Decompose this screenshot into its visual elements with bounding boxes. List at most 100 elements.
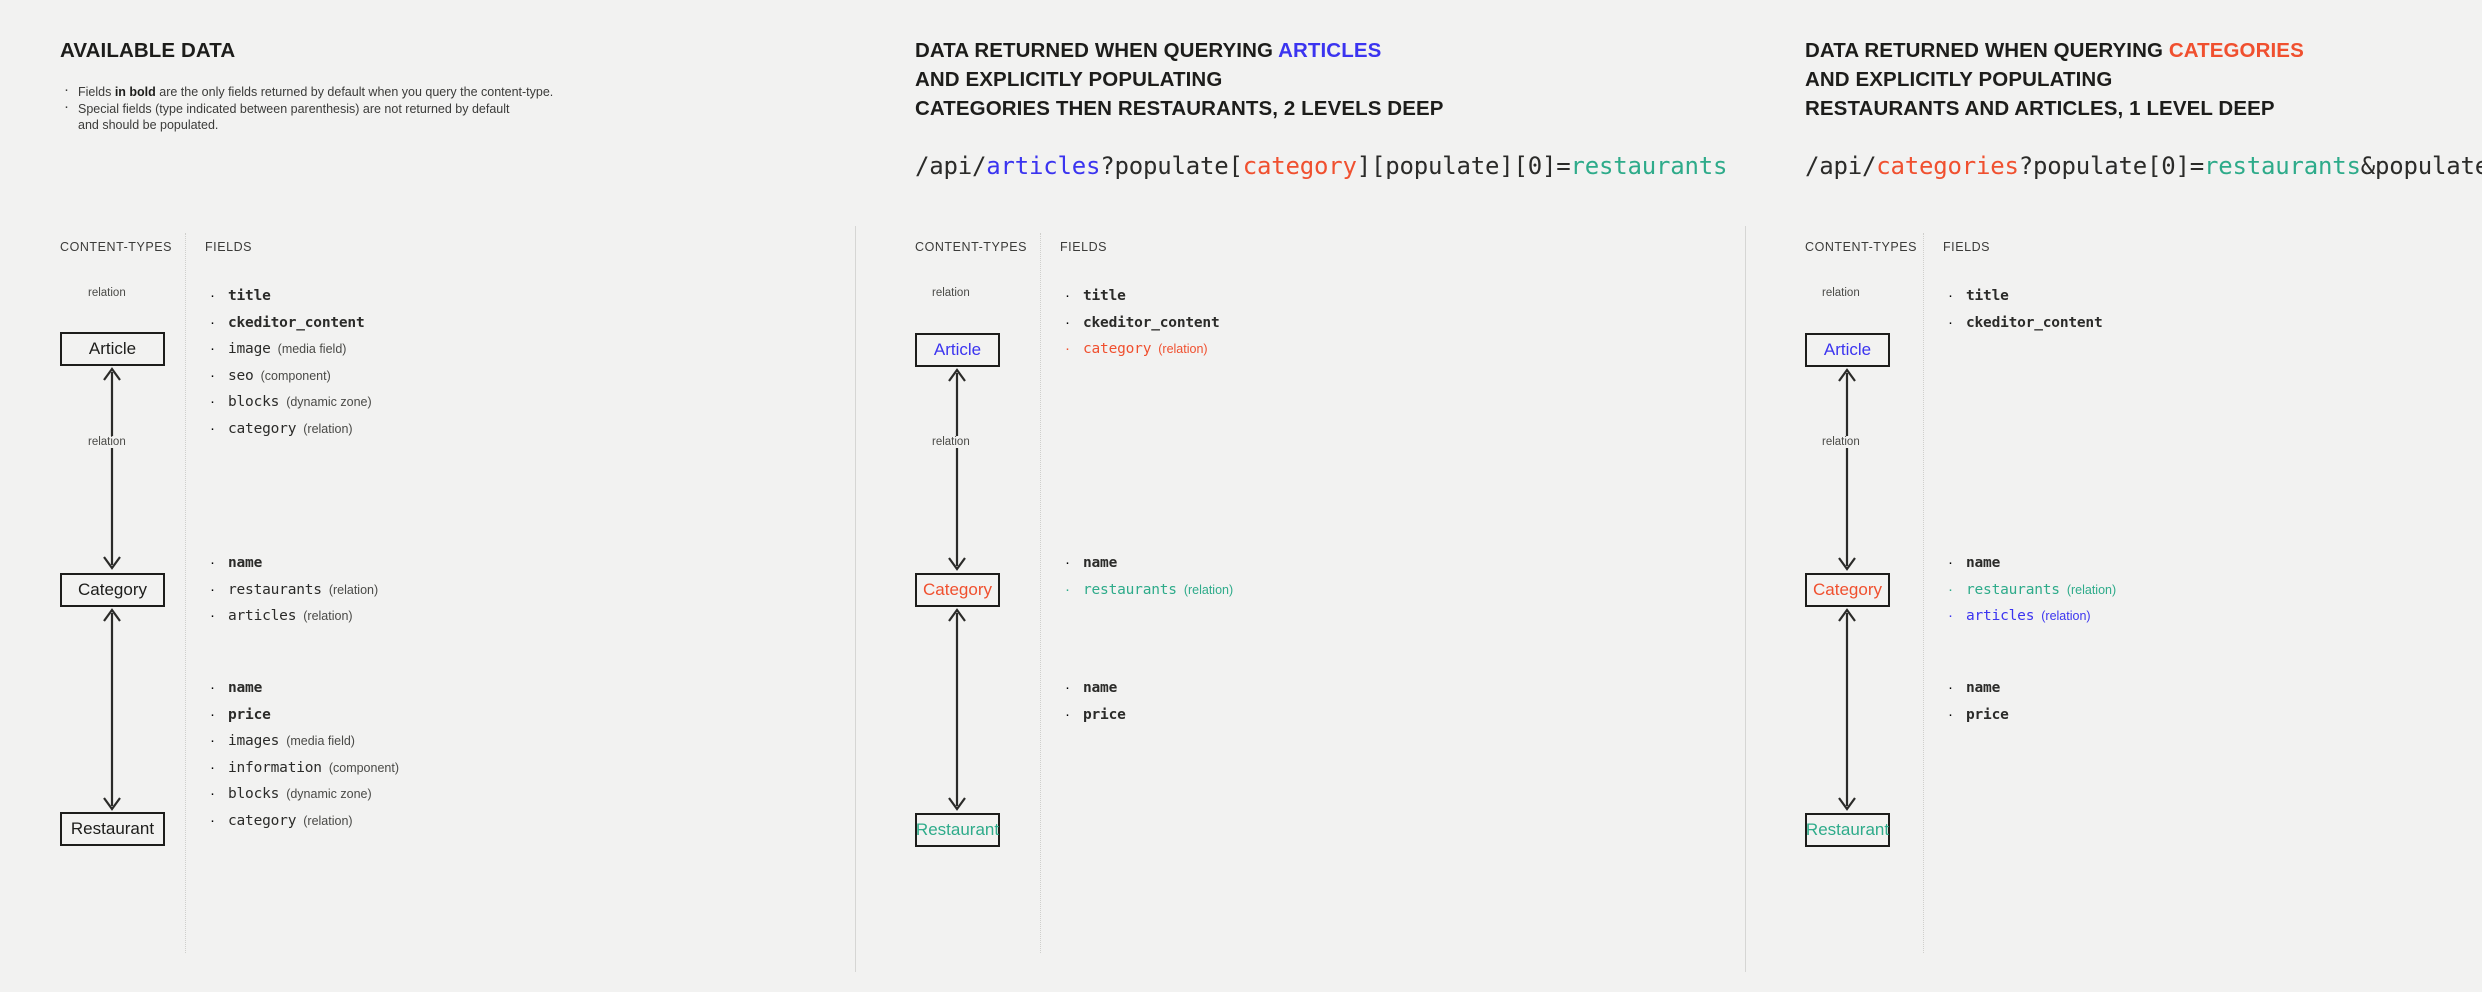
accent-categories: CATEGORIES (2168, 39, 2304, 62)
field-row: ·name (1943, 550, 2116, 577)
field-row: ·price (1943, 702, 2009, 729)
node-restaurant[interactable]: Restaurant (1805, 813, 1890, 847)
panel1-diagram: Article relation Category re (60, 0, 290, 992)
connector-article-category (942, 367, 1002, 572)
field-row: · blocks (dynamic zone) (205, 781, 399, 808)
node-restaurant[interactable]: Restaurant (60, 812, 165, 846)
panel-query-articles: DATA RETURNED WHEN QUERYING ARTICLES AND… (855, 0, 1745, 992)
bullet-icon: · (1065, 340, 1070, 357)
field-name: articles (228, 608, 297, 624)
field-group-restaurant: ·name·price (1060, 675, 1126, 728)
field-name: title (228, 288, 271, 304)
panel-available-data: AVAILABLE DATA Fields in bold are the on… (0, 0, 855, 992)
bullet-icon: · (1065, 580, 1070, 598)
caption-content-types: CONTENT-TYPES (915, 240, 1028, 254)
field-type: (relation) (303, 813, 353, 828)
field-name: name (228, 680, 263, 696)
node-article[interactable]: Article (915, 333, 1000, 367)
bullet-icon: · (1065, 679, 1070, 696)
bullet-icon: · (1948, 679, 1953, 696)
field-type: (dynamic zone) (286, 787, 372, 801)
field-row: · seo (component) (205, 363, 372, 390)
field-row: · restaurants (relation) (205, 577, 378, 604)
caption-fields: FIELDS (205, 240, 253, 254)
legend-item: Fields in bold are the only fields retur… (60, 82, 820, 101)
field-type: (relation) (2041, 609, 2091, 623)
field-name: price (228, 706, 271, 723)
panel3-heading-line-3: RESTAURANTS AND ARTICLES, 1 LEVEL DEEP (1805, 97, 2275, 120)
field-name: name (1083, 680, 1118, 696)
panel1-heading-block: AVAILABLE DATA (60, 36, 860, 65)
relation-label: relation (1819, 287, 1863, 299)
bullet-icon: · (1065, 287, 1070, 304)
field-type: (relation) (1158, 342, 1208, 356)
panel2-diagram: Article relation Category re (915, 0, 1145, 992)
bullet-icon: · (210, 607, 215, 624)
field-row: ·blocks(dynamic zone) (205, 389, 372, 416)
panel3-heading-line-2: AND EXPLICITLY POPULATING (1805, 68, 2113, 91)
bullet-icon: · (1065, 554, 1070, 571)
field-type: (component) (328, 760, 400, 775)
field-name: name (1966, 555, 2001, 571)
field-name: seo (228, 367, 254, 384)
panel1-legend: Fields in bold are the only fields retur… (60, 82, 820, 134)
bullet-icon: · (1065, 705, 1070, 723)
field-name: price (1966, 706, 2009, 723)
api-url-articles: /api/articles?populate[category][populat… (915, 152, 1728, 180)
field-name: images (228, 733, 280, 749)
caption-fields: FIELDS (1943, 240, 1991, 254)
bullet-icon: · (210, 366, 215, 384)
bullet-icon: · (210, 811, 215, 829)
panel3-heading-block: DATA RETURNED WHEN QUERYING CATEGORIES A… (1805, 36, 2482, 123)
accent-articles: ARTICLES (1278, 39, 1382, 62)
field-row: ·ckeditor_content (205, 310, 372, 337)
node-category[interactable]: Category (915, 573, 1000, 607)
field-row: ·image(media field) (205, 336, 372, 363)
bullet-icon: · (210, 313, 215, 331)
field-name: articles (1966, 608, 2035, 624)
column-divider (1040, 233, 1041, 953)
field-name: category (1083, 341, 1152, 357)
column-divider (185, 233, 186, 953)
connector-category-restaurant (942, 607, 1002, 812)
field-row: ·ckeditor_content (1943, 310, 2103, 337)
field-row: ·restaurants(relation) (1060, 577, 1233, 604)
panel-query-categories: DATA RETURNED WHEN QUERYING CATEGORIES A… (1745, 0, 2482, 992)
node-category[interactable]: Category (1805, 573, 1890, 607)
node-article[interactable]: Article (60, 332, 165, 366)
bullet-icon: · (210, 705, 215, 723)
field-group-article: ·title·ckeditor_content (1943, 283, 2103, 337)
bullet-icon: · (1948, 607, 1953, 624)
field-name: name (1083, 555, 1118, 571)
field-row: · name (1060, 675, 1126, 702)
bullet-icon: · (210, 785, 215, 802)
bullet-icon: · (210, 580, 215, 598)
bullet-icon: · (210, 679, 215, 696)
node-restaurant[interactable]: Restaurant (915, 813, 1000, 847)
field-row: ·ckeditor_content (1060, 310, 1220, 337)
page-title: AVAILABLE DATA (60, 39, 236, 62)
field-type: (relation) (303, 421, 353, 436)
relation-label: relation (929, 287, 973, 299)
bullet-icon: · (210, 732, 215, 749)
field-group-category: ·name·restaurants(relation)·articles(rel… (205, 550, 378, 630)
field-type: (relation) (2066, 582, 2117, 597)
bullet-icon: · (1948, 287, 1953, 304)
field-type: (relation) (328, 582, 379, 597)
field-row: · category (relation) (1060, 336, 1219, 363)
column-divider (1923, 233, 1924, 953)
field-type: (dynamic zone) (286, 395, 372, 409)
panel2-heading-line-2: AND EXPLICITLY POPULATING (915, 68, 1223, 91)
node-category[interactable]: Category (60, 573, 165, 607)
field-name: ckeditor_content (1083, 314, 1220, 331)
field-name: name (228, 555, 263, 571)
bullet-icon: · (210, 419, 215, 437)
bullet-icon: · (210, 393, 215, 410)
field-type: (relation) (1183, 582, 1234, 597)
field-name: blocks (228, 786, 280, 802)
field-type: (component) (260, 368, 331, 383)
node-article[interactable]: Article (1805, 333, 1890, 367)
bullet-icon: · (210, 758, 215, 776)
field-name: restaurants (228, 581, 322, 598)
